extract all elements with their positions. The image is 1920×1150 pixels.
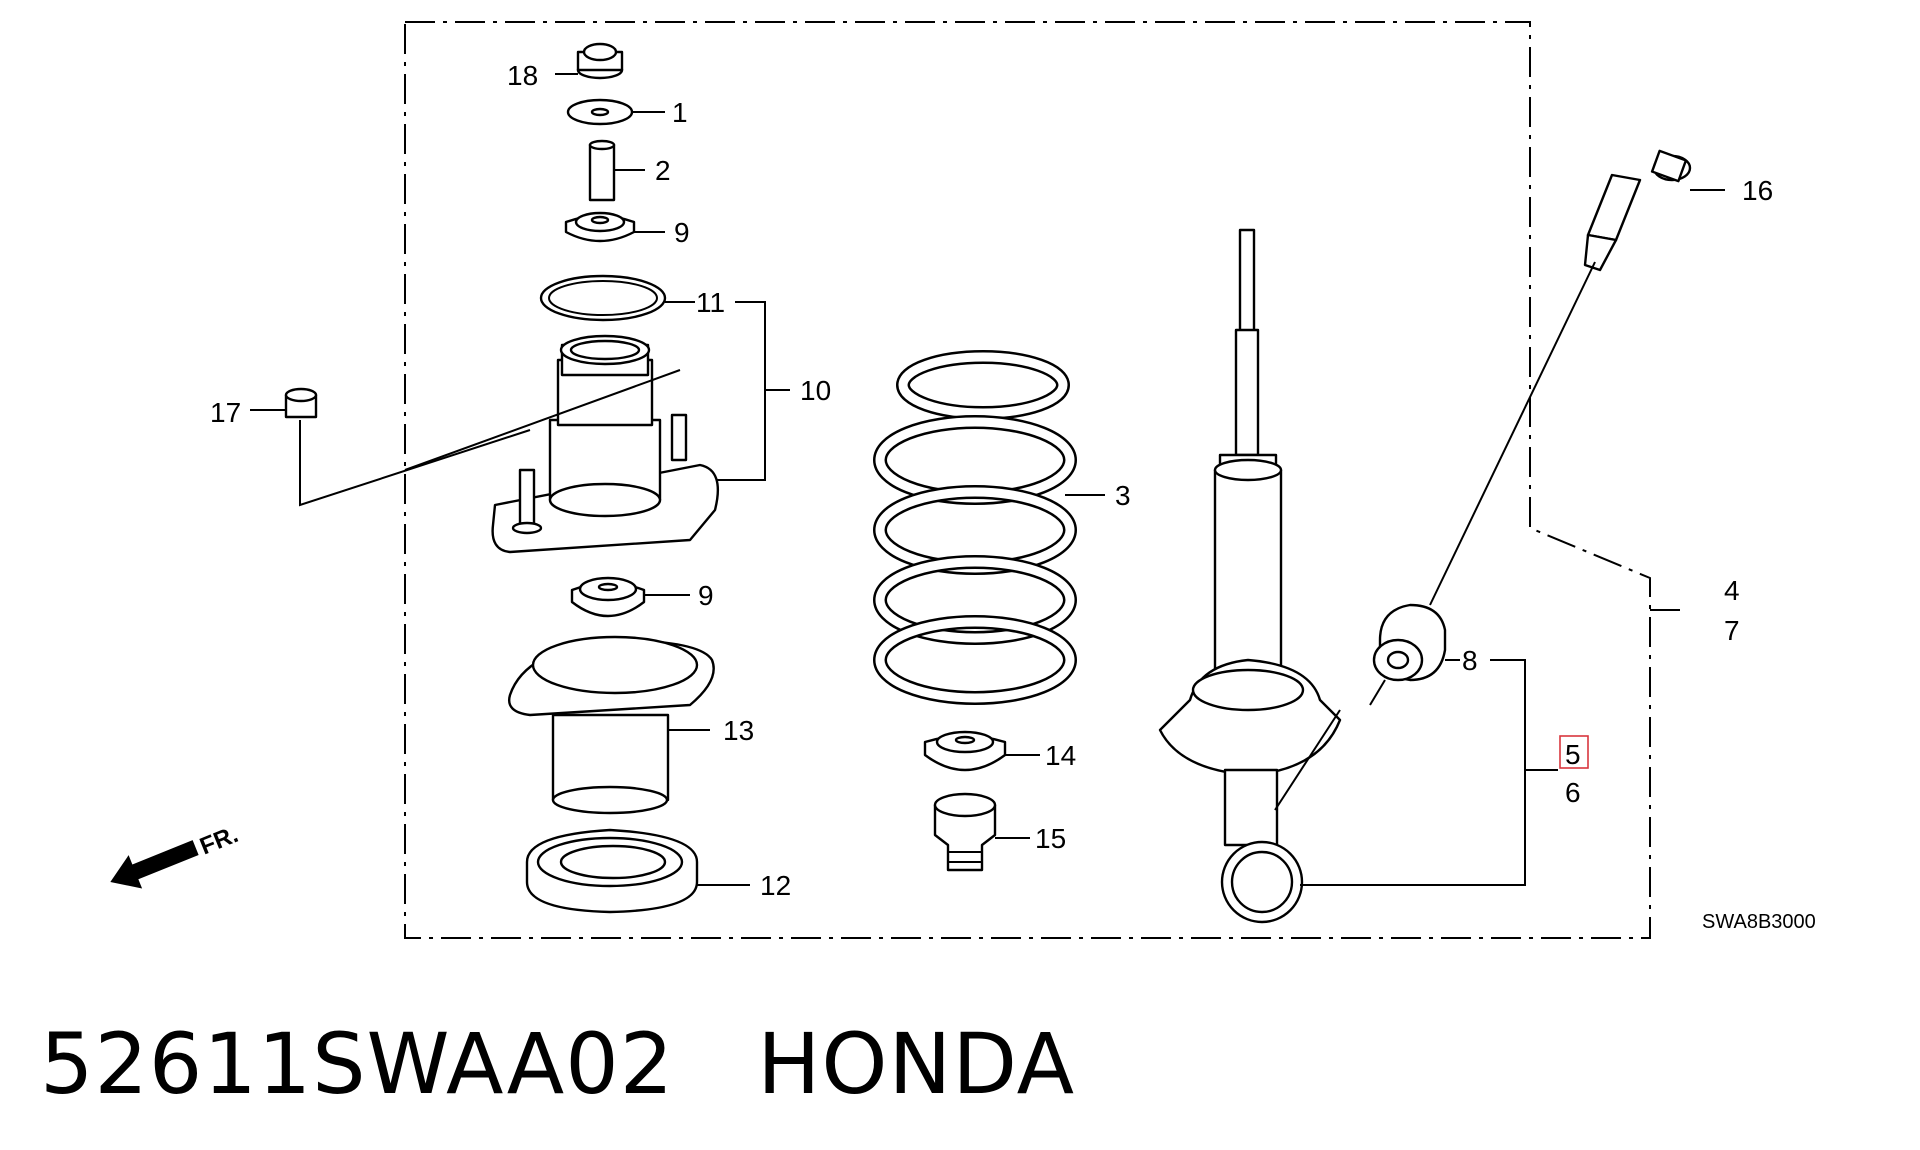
- part-14-bump-cap: [923, 730, 1040, 772]
- part-10-upper-mount: [491, 334, 720, 554]
- callout-15: 15: [1035, 823, 1066, 854]
- part-13-spring-seat: [508, 635, 715, 815]
- highlight-box: [1559, 735, 1589, 769]
- part-4-shock-absorber: [1158, 228, 1342, 924]
- part-8-lower-bushing: [1369, 603, 1460, 706]
- callout-1: 1: [672, 97, 688, 128]
- part-16-bolt: [1429, 149, 1725, 606]
- part-12-lower-spring-seat: [525, 828, 750, 914]
- assembly-frame: [404, 21, 1651, 939]
- callout-17: 17: [210, 397, 241, 428]
- callout-16: 16: [1742, 175, 1773, 206]
- callout-13: 13: [723, 715, 754, 746]
- callout-9-lower: 9: [698, 580, 714, 611]
- callout-12: 12: [760, 870, 791, 901]
- part-1-washer: [566, 98, 665, 126]
- callout-9-upper: 9: [674, 217, 690, 248]
- callout-4: 4: [1724, 575, 1740, 606]
- callout-6: 6: [1565, 777, 1581, 808]
- part-9-upper-bushing: [564, 211, 665, 243]
- part-15-bump-stop: [933, 792, 1030, 872]
- front-label: FR.: [196, 821, 242, 861]
- callout-7: 7: [1724, 615, 1740, 646]
- callout-14: 14: [1045, 740, 1076, 771]
- callout-18: 18: [507, 60, 538, 91]
- suspension-diagram: 18 1 2 9 11 10: [110, 21, 1816, 939]
- bracket-5-6: [1300, 659, 1526, 886]
- callout-2: 2: [655, 155, 671, 186]
- part-title: 52611SWAA02 HONDA: [40, 1015, 1075, 1113]
- callout-10: 10: [800, 375, 831, 406]
- part-18-nut: [555, 42, 624, 80]
- drawing-code: SWA8B3000: [1702, 911, 1816, 933]
- part-3-coil-spring: [873, 350, 1105, 705]
- callout-5: 5: [1565, 739, 1581, 770]
- front-direction-arrow: FR.: [110, 821, 242, 889]
- callout-3: 3: [1115, 480, 1131, 511]
- part-17-nut: [250, 369, 681, 507]
- part-2-collar: [588, 139, 645, 202]
- callout-8: 8: [1462, 645, 1478, 676]
- bracket-10: [712, 301, 766, 481]
- part-11-seal-ring: [539, 274, 695, 322]
- part-9-lower-bushing: [570, 576, 690, 618]
- part-number: 52611SWAA02: [40, 1015, 675, 1113]
- brand-name: HONDA: [757, 1015, 1076, 1113]
- callout-11: 11: [696, 287, 725, 318]
